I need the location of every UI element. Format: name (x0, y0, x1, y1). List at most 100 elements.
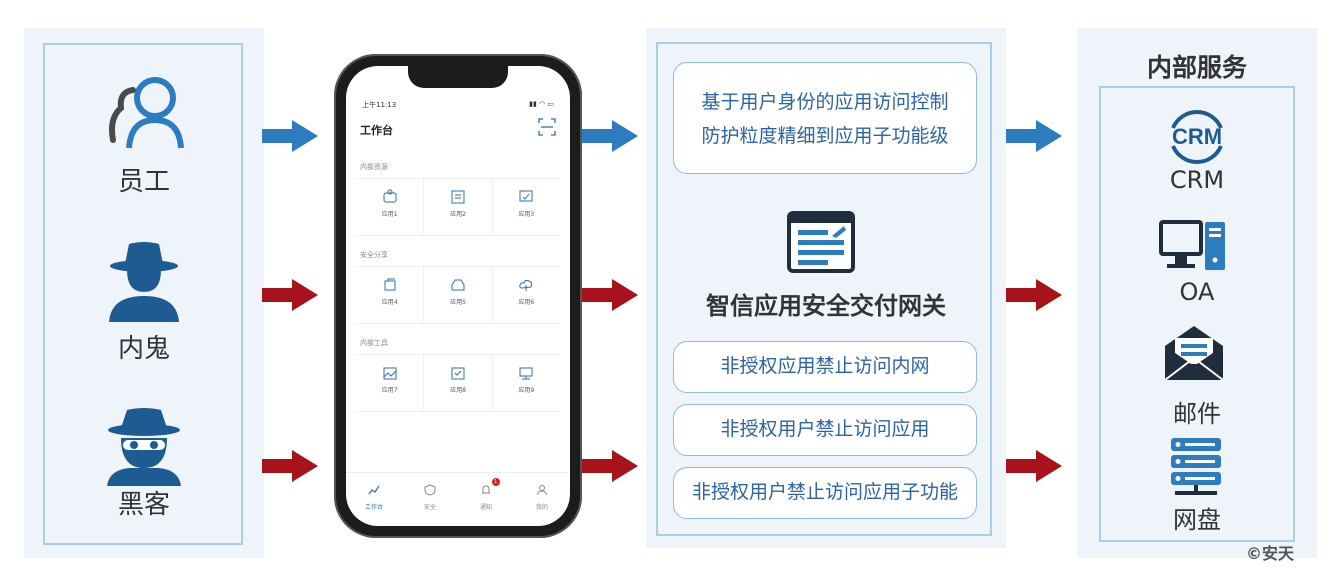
spy-icon (109, 242, 179, 322)
watermark: ©安天 (1246, 544, 1295, 563)
arrow-right-blue-icon (262, 120, 318, 152)
app-grid: 应用4 应用5 应用6 (356, 266, 560, 324)
rule-pill: 非授权用户禁止访问应用子功能 (673, 467, 977, 519)
gateway-panel: 基于用户身份的应用访问控制 防护粒度精细到应用子功能级 智信应用安全交付网关 非… (646, 28, 1006, 548)
app7-icon (383, 367, 397, 380)
chart-icon (368, 485, 380, 495)
crm-icon-text: CRM (1172, 124, 1222, 149)
shield-icon (424, 484, 436, 496)
user-employee (24, 76, 264, 156)
services-panel-border (1099, 86, 1295, 542)
tab-profile[interactable]: 我的 (514, 481, 570, 526)
arrow-right-red-icon (262, 279, 318, 311)
notification-badge: 1 (491, 478, 500, 486)
status-time: 上午11:13 (362, 101, 397, 109)
app-tile[interactable]: 应用1 (356, 179, 425, 235)
service-label: CRM (1169, 166, 1225, 194)
arrow-right-red-icon (582, 450, 638, 482)
description-line: 基于用户身份的应用访问控制 (701, 91, 949, 113)
scan-icon[interactable] (538, 118, 556, 136)
gateway-title: 智信应用安全交付网关 (706, 292, 946, 320)
app-label: 应用4 (381, 299, 398, 306)
mail-icon (1164, 326, 1224, 381)
app-label: 应用1 (381, 211, 398, 218)
app-title: 工作台 (360, 124, 393, 137)
app9-icon (519, 367, 533, 380)
tab-notifications[interactable]: 1 通知 (458, 478, 514, 526)
tab-security[interactable]: 安全 (402, 481, 458, 526)
services-panel: 内部服务 CRM CRM OA 邮件 (1077, 28, 1317, 558)
app-tile[interactable]: 应用4 (356, 267, 425, 323)
tab-label: 工作台 (364, 504, 383, 511)
arrow-right-red-icon (1006, 279, 1062, 311)
section-internal-resources: 内部资源 应用1 应用2 应用3 (356, 158, 560, 248)
server-icon (1171, 438, 1221, 495)
tab-workbench[interactable]: 工作台 (346, 481, 402, 526)
app-tile[interactable]: 应用8 (424, 355, 493, 411)
tab-label: 我的 (535, 504, 548, 511)
section-internal-tools: 内部工具 应用7 应用8 应用9 (356, 334, 560, 424)
app-label: 应用8 (450, 387, 466, 394)
user-hacker-label: 黑客 (117, 490, 170, 520)
phone-mockup: 上午11:13 ▮▮ ◠ ▭ 工作台 内部资源 应用1 应用2 应用3 (334, 54, 582, 538)
section-title: 内部工具 (360, 339, 388, 347)
rule-pill: 非授权应用禁止访问内网 (673, 341, 977, 393)
app-tile[interactable]: 应用2 (424, 179, 493, 235)
app4-icon (384, 278, 396, 291)
service-label: 邮件 (1173, 400, 1221, 428)
status-icons: ▮▮ ◠ ▭ (529, 100, 554, 108)
arrow-right-blue-icon (1006, 120, 1062, 152)
description-line: 防护粒度精细到应用子功能级 (701, 125, 949, 147)
app-tile[interactable]: 应用6 (493, 267, 560, 323)
app-tile[interactable]: 应用3 (493, 179, 560, 235)
bell-icon (482, 485, 490, 494)
phone-notch (408, 66, 508, 88)
arrow-right-red-icon (262, 450, 318, 482)
section-title: 安全分享 (360, 251, 388, 259)
app-label: 应用6 (518, 299, 535, 306)
rule-pill: 非授权用户禁止访问应用 (673, 404, 977, 456)
arrow-right-blue-icon (582, 120, 638, 152)
app-grid: 应用7 应用8 应用9 (356, 354, 560, 412)
gateway-panel-border (656, 42, 992, 536)
app-tile[interactable]: 应用5 (424, 267, 493, 323)
user-insider (24, 238, 264, 322)
app-grid: 应用1 应用2 应用3 (356, 178, 560, 236)
app1-icon (383, 189, 397, 203)
section-secure-share: 安全分享 应用4 应用5 应用6 (356, 246, 560, 336)
app-label: 应用9 (518, 387, 535, 394)
section-title: 内部资源 (360, 163, 388, 171)
phone-screen: 上午11:13 ▮▮ ◠ ▭ 工作台 内部资源 应用1 应用2 应用3 (346, 66, 570, 526)
gateway-document-icon (787, 211, 855, 273)
service-label: OA (1179, 278, 1215, 306)
app-label: 应用2 (450, 211, 466, 218)
app-label: 应用5 (450, 299, 466, 306)
arrow-right-red-icon (582, 279, 638, 311)
user-employee-label: 员工 (117, 167, 170, 197)
computer-icon (1159, 220, 1225, 270)
services-heading: 内部服务 (1146, 53, 1247, 82)
app-label: 应用3 (518, 211, 535, 218)
app2-icon (451, 190, 465, 204)
arrow-right-red-icon (1006, 450, 1062, 482)
app3-icon (519, 190, 533, 202)
users-panel: 员工 内鬼 黑客 (24, 28, 264, 558)
app-tile[interactable]: 应用7 (356, 355, 425, 411)
app5-icon (451, 279, 465, 291)
user-insider-label: 内鬼 (117, 334, 170, 364)
users-panel-border (43, 43, 243, 545)
tab-bar: 工作台 安全 1 通知 我的 (346, 472, 570, 526)
hacker-icon (107, 408, 181, 486)
app6-icon (519, 279, 533, 291)
app-tile[interactable]: 应用9 (493, 355, 560, 411)
tab-label: 安全 (423, 504, 436, 511)
app-label: 应用7 (381, 387, 398, 394)
crm-icon: CRM (1171, 110, 1223, 164)
app8-icon (451, 367, 465, 380)
service-label: 网盘 (1173, 506, 1221, 534)
person-icon (537, 485, 547, 496)
user-icon (109, 77, 184, 149)
tab-label: 通知 (479, 504, 492, 511)
user-hacker (24, 406, 264, 486)
access-control-description: 基于用户身份的应用访问控制 防护粒度精细到应用子功能级 (673, 62, 977, 174)
